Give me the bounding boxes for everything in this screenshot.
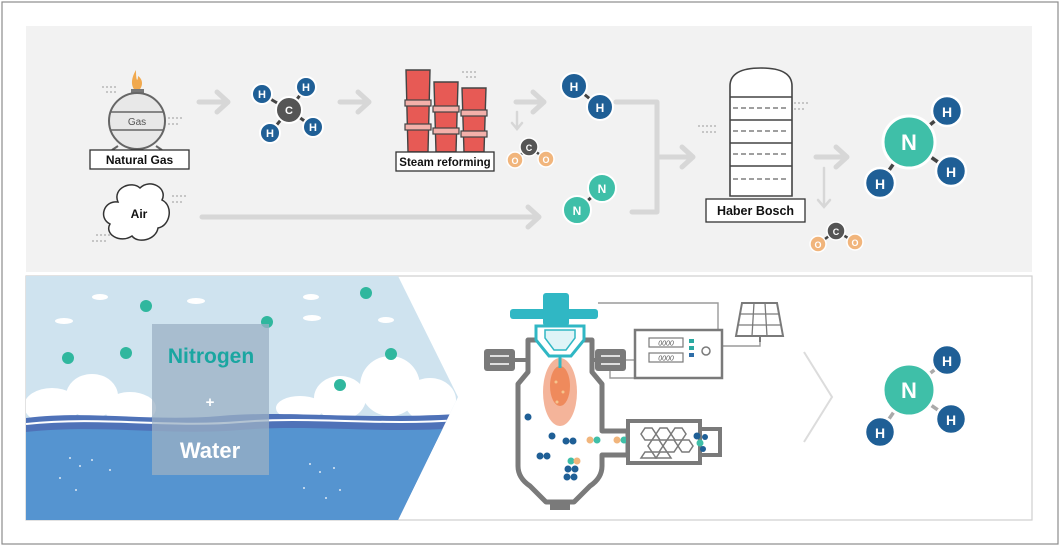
ammonia-output-particles [693,432,708,452]
nitrogen-molecule: N N [562,173,617,225]
power-wires [598,302,761,379]
h-atom: H [596,101,605,115]
left-electrode [484,349,515,371]
display-bottom: 0000 [658,356,674,363]
hydrogen-molecule: H H [560,72,614,121]
haber-bosch-label-box: Haber Bosch [705,198,806,223]
o-atom: O [511,156,518,166]
h-atom: H [942,104,952,120]
c-atom: C [833,227,840,237]
catalyst-honeycomb [639,427,694,459]
cloud-icon: Air [102,183,170,241]
o-atom: O [814,240,821,250]
methane-molecule: H H C H H [251,76,324,144]
steam-reforming-label: Steam reforming [399,157,490,169]
sea-sparkles [59,457,341,499]
h-atom: H [875,176,885,192]
nitrogen-label: Nitrogen [168,345,254,368]
process-arrows [196,89,850,230]
sky-small-clouds [55,294,394,324]
plus-sign: + [206,394,215,411]
right-electrode [595,349,626,371]
nitrogen-particles [62,287,397,391]
solar-panel-icon [734,302,785,342]
nitrogen-water-box [152,324,269,475]
c-atom: C [285,105,293,117]
h-atom: H [309,122,317,134]
air-arrow [199,204,542,230]
ammonia-molecule: H N H H [863,343,968,449]
co2-drop-arrows [510,110,832,209]
h-atom: H [570,80,579,94]
n-atom: N [901,378,917,403]
gas-tank-dashes [102,86,184,125]
factory-dashes [462,71,478,78]
horizon-clouds [26,356,456,424]
power-supply-icon: 0000 0000 [633,328,724,380]
n-atom: N [598,182,607,196]
n-atom: N [901,130,917,155]
reactor-particles [524,413,628,481]
h-atom: H [258,89,266,101]
h-atom: H [302,82,310,94]
co2-molecule: C O O [809,221,864,253]
factory-icon [404,69,488,153]
h-atom: H [942,353,952,369]
gas-inlet [543,293,569,326]
arrow-1 [196,89,231,115]
n-atom: N [573,204,582,218]
ammonia-molecule: H N H H [863,94,968,200]
water-label: Water [180,438,241,463]
co2-molecule: C O O [506,137,555,169]
natural-gas-label-box: Natural Gas [89,149,190,170]
h-atom: H [875,425,885,441]
display-top: 0000 [658,341,674,348]
h-atom: H [266,128,274,140]
h-atom: H [946,412,956,428]
c-atom: C [526,143,533,153]
o-atom: O [542,155,549,165]
o-atom: O [851,238,858,248]
arrow-to-haber [654,144,696,170]
air-label: Air [131,207,148,221]
steam-reforming-label-box: Steam reforming [395,151,495,172]
plasma-reactor-icon [484,293,761,510]
natural-gas-label: Natural Gas [106,153,174,167]
cloud-dashes [92,195,188,242]
reactor-dashes [698,102,810,133]
flame-icon [131,70,143,92]
gas-tank-icon: Gas [108,70,166,151]
gas-tank-text: Gas [128,117,146,128]
bottom-chevron-arrow [803,351,834,443]
reactor-tank-icon [729,67,793,197]
h-atom: H [946,164,956,180]
haber-bosch-label: Haber Bosch [717,204,794,218]
arrow-to-ammonia [813,144,850,170]
arrow-2 [337,89,372,115]
arrow-3 [513,89,547,115]
